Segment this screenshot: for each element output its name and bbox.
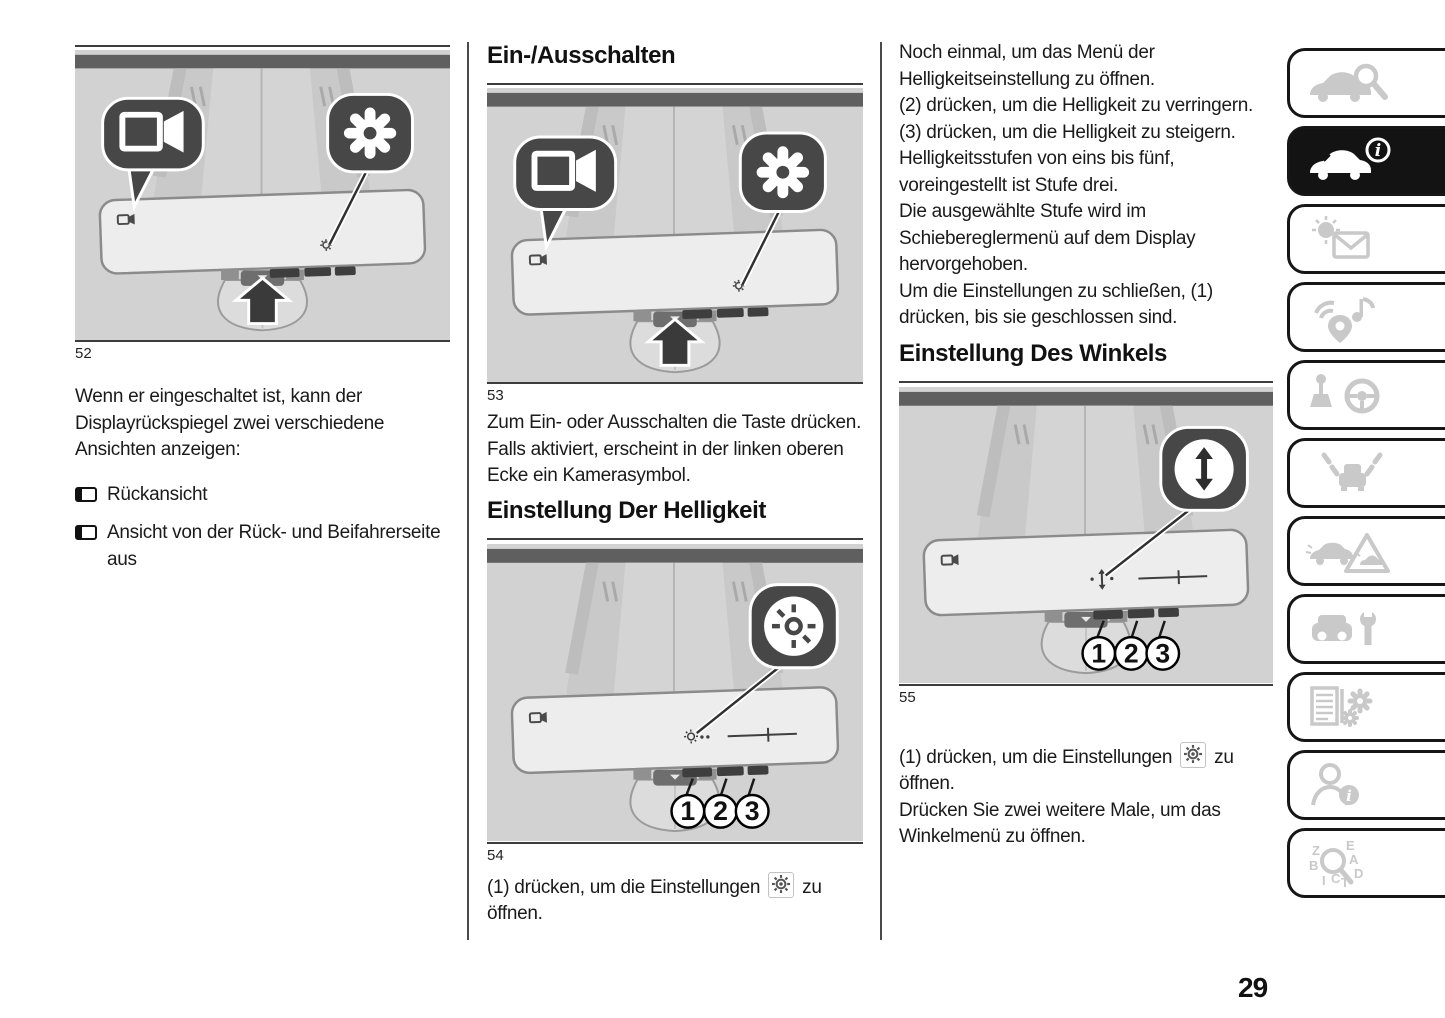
mirror-angle-illustration: 1 2 3 [899, 382, 1273, 686]
figure-54: 1 2 3 54 [487, 537, 863, 864]
tab-multimedia[interactable] [1287, 282, 1445, 352]
figure-53: 53 [487, 83, 863, 404]
section-heading-brightness: Einstellung Der Helligkeit [487, 496, 766, 524]
index-search-icon: Z E B A I C T D [1309, 839, 1363, 890]
column-divider [880, 42, 882, 940]
driver-assistance-icon [1321, 452, 1383, 491]
emergency-triangle-icon [1305, 533, 1390, 573]
tab-know-your-car[interactable] [1287, 48, 1445, 118]
list-item: Ansicht von der Rück- und Beifahrerseite… [75, 520, 450, 573]
svg-text:A: A [1349, 852, 1359, 867]
svg-text:T: T [1341, 875, 1349, 890]
tab-in-emergency[interactable] [1287, 516, 1445, 586]
paragraph: Zum Ein- oder Ausschalten die Taste drüc… [487, 412, 862, 433]
settings-paragraph: (1) drücken, um die Einstellungen zu öff… [487, 871, 863, 928]
column-3: Noch einmal, um das Menü der Helligkeits… [899, 0, 1273, 851]
angle-callout-icon [1159, 425, 1249, 512]
intro-paragraph: Wenn er eingeschaltet ist, kann der Disp… [75, 386, 385, 460]
brightness-indicator-glyph [684, 727, 797, 743]
tab-car-info-active[interactable]: i [1287, 126, 1445, 196]
svg-text:I: I [1322, 873, 1326, 888]
tab-technical-data[interactable] [1287, 672, 1445, 742]
callout-lines [1095, 619, 1166, 639]
section-heading-angle: Einstellung Des Winkels [899, 339, 1167, 367]
svg-text:2: 2 [713, 796, 728, 826]
settings-paragraph: (1) drücken, um die Einstellungen zu öff… [899, 741, 1273, 798]
display-bullet-icon [75, 525, 97, 540]
tab-customer-info[interactable]: i [1287, 750, 1445, 820]
svg-text:1: 1 [680, 796, 695, 826]
paragraph: Falls aktiviert, erscheint in der linken… [487, 438, 844, 487]
tab-driver-assistance[interactable] [1287, 438, 1445, 508]
svg-text:3: 3 [745, 796, 760, 826]
page-number: 29 [1238, 972, 1268, 1003]
paragraph: (2) drücken, um die Helligkeit zu verrin… [899, 95, 1253, 116]
figure-caption: 55 [899, 688, 916, 706]
mirror-brightness-illustration: 1 2 3 [487, 539, 863, 844]
settings-gear-icon [1180, 741, 1207, 768]
paragraph: Drücken Sie zwei weitere Male, um das Wi… [899, 799, 1221, 848]
figure-55: 1 2 3 55 [899, 380, 1273, 706]
mirror-onoff-illustration [487, 85, 863, 384]
customer-info-icon: i [1311, 763, 1359, 806]
tab-warning-lights-messages[interactable] [1287, 204, 1445, 274]
svg-text:3: 3 [1155, 638, 1170, 668]
warning-message-icon [1312, 216, 1370, 259]
svg-text:i: i [1375, 141, 1381, 161]
numbered-callouts: 1 2 3 [1081, 635, 1181, 671]
svg-text:C: C [1331, 871, 1341, 886]
figure-caption: 52 [75, 345, 92, 362]
multimedia-icon [1314, 297, 1375, 343]
mirror-onoff-illustration [75, 47, 450, 342]
paragraph: Die ausgewählte Stufe wird im Schiebereg… [899, 201, 1196, 275]
paragraph: (3) drücken, um die Helligkeit zu steige… [899, 121, 1236, 143]
svg-text:B: B [1309, 858, 1318, 873]
svg-text:Z: Z [1312, 843, 1320, 858]
figure-52: 52 [75, 45, 450, 362]
numbered-callouts: 1 2 3 [670, 793, 770, 829]
display-bullet-icon [75, 486, 97, 502]
figure-caption: 53 [487, 387, 504, 404]
specs-gears-icon [1310, 686, 1373, 727]
chapter-tab-bar: i [1287, 48, 1445, 906]
paragraph: Noch einmal, um das Menü der Helligkeits… [899, 42, 1155, 90]
slider-indicator-glyph [1138, 569, 1208, 584]
column-2: Ein-/Ausschalten 53 Zum Ein- oder Aussch… [487, 0, 863, 928]
slider-indicator-glyph [727, 727, 797, 742]
svg-text:i: i [1346, 787, 1352, 805]
callout-lines [684, 777, 756, 797]
angle-indicator-glyph [1090, 568, 1208, 590]
column-divider [467, 42, 469, 940]
settings-gear-icon [768, 871, 795, 898]
paragraph: Um die Einstellungen zu schließen, (1) d… [899, 280, 1213, 329]
brightness-callout-icon [748, 582, 839, 669]
car-info-icon: i [1310, 137, 1391, 180]
svg-text:2: 2 [1124, 638, 1139, 668]
svg-text:D: D [1354, 866, 1363, 881]
column-1: 52 Wenn er eingeschaltet ist, kann der D… [75, 0, 450, 573]
car-search-icon [1310, 63, 1388, 102]
tab-starting-driving[interactable] [1287, 360, 1445, 430]
gearshift-steering-icon [1310, 374, 1380, 414]
svg-text:E: E [1346, 839, 1355, 853]
car-wrench-icon [1312, 609, 1376, 645]
list-item: Rückansicht [75, 482, 450, 509]
tab-servicing-maintenance[interactable] [1287, 594, 1445, 664]
figure-caption: 54 [487, 846, 504, 864]
paragraph: Helligkeitsstufen von eins bis fünf, vor… [899, 148, 1175, 196]
tab-alphabetical-index[interactable]: Z E B A I C T D [1287, 828, 1445, 898]
section-heading-onoff: Ein-/Ausschalten [487, 42, 676, 69]
svg-text:1: 1 [1091, 638, 1106, 668]
